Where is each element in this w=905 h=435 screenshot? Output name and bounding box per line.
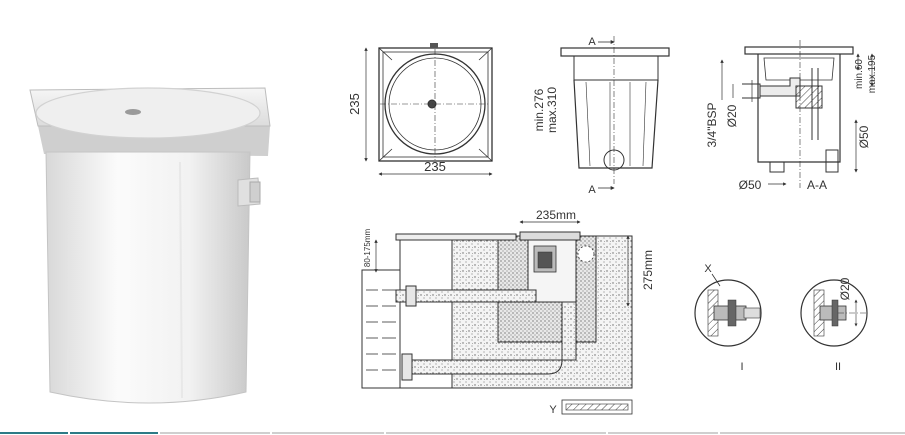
section-min-label: min.60 [854,59,865,89]
bottom-rule-grey-5 [720,432,905,434]
bottom-rule [0,431,905,435]
install-depth-label: 275mm [641,250,655,290]
detail-views [694,273,868,347]
bottom-rule-accent-1 [0,432,68,434]
section-thread-label: 3/4"BSP [705,103,719,148]
install-detail-y-label: Y [549,404,557,416]
detail-bore-label: Ø20 [838,277,852,300]
installation-view [361,220,633,415]
side-view [560,36,670,190]
section-name-label: A-A [807,178,827,192]
product-photo [29,87,271,404]
section-bore-label: Ø20 [725,104,739,127]
side-view-section-bottom: A [588,184,596,196]
detail-marker-x: X [704,263,712,275]
section-outlet-label: Ø50 [857,125,871,148]
bottom-rule-grey-1 [160,432,270,434]
install-width-label: 235mm [536,208,576,222]
section-bottom-label: Ø50 [739,178,762,192]
bottom-rule-accent-2 [70,432,158,434]
side-view-max-label: max.310 [545,87,559,133]
bottom-rule-grey-4 [608,432,718,434]
bottom-rule-grey-2 [272,432,384,434]
side-view-section-top: A [588,36,596,48]
top-view-width-label: 235 [424,159,446,174]
section-max-label: max.195 [867,54,878,93]
detail-label-ii: II [835,361,841,373]
detail-label-i: I [740,361,743,373]
side-view-min-label: min.276 [532,88,546,131]
top-view [364,43,493,176]
top-view-height-label: 235 [347,93,362,115]
install-water-range-label: 80-175mm [363,229,372,268]
bottom-rule-grey-3 [386,432,606,434]
section-view [720,40,874,188]
